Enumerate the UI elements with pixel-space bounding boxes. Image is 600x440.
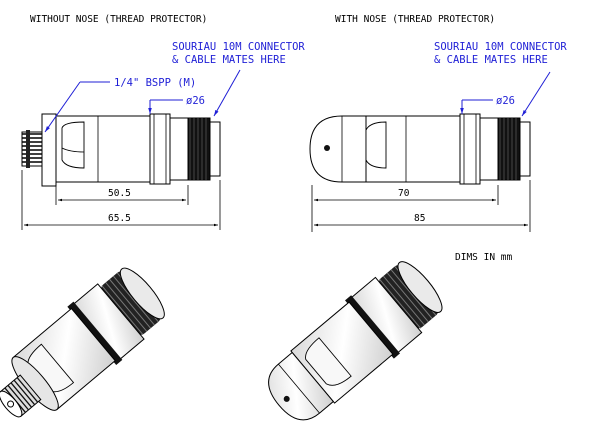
- sensor-3d-view-without-nose: [0, 267, 165, 418]
- thread-leader-line: [44, 81, 81, 133]
- sensor-side-view-with-nose: [309, 113, 531, 185]
- connector-callout-right-line1: SOURIAU 10M CONNECTOR: [434, 41, 567, 53]
- connector-callout-left-line1: SOURIAU 10M CONNECTOR: [172, 41, 305, 53]
- sensor-3d-view-with-nose: [268, 261, 443, 421]
- thread-stub: [21, 130, 43, 168]
- svg-text:50.5: 50.5: [108, 188, 131, 199]
- connector-callout-right-line2: & CABLE MATES HERE: [434, 54, 548, 66]
- connector-callout-left-line2: & CABLE MATES HERE: [172, 54, 286, 66]
- svg-text:85: 85: [414, 213, 425, 224]
- diameter-label-right: ø26: [496, 95, 515, 107]
- heading-without-nose: WITHOUT NOSE (THREAD PROTECTOR): [30, 14, 207, 25]
- dimension-right-overall: 85: [314, 180, 531, 232]
- connector-leader-right: [521, 71, 551, 117]
- connector-leader-left: [213, 69, 241, 117]
- thread-callout: 1/4" BSPP (M): [114, 77, 196, 89]
- svg-text:65.5: 65.5: [108, 213, 131, 224]
- dimension-right-inner: 70: [311, 185, 499, 232]
- dims-note: DIMS IN mm: [455, 252, 512, 263]
- svg-text:70: 70: [398, 188, 410, 199]
- dimension-left-overall: 65.5: [21, 170, 221, 230]
- sensor-side-view-without-nose: [21, 113, 221, 187]
- dimension-left-inner: 50.5: [55, 185, 189, 205]
- heading-with-nose: WITH NOSE (THREAD PROTECTOR): [335, 14, 495, 25]
- diameter-label-left: ø26: [186, 95, 205, 107]
